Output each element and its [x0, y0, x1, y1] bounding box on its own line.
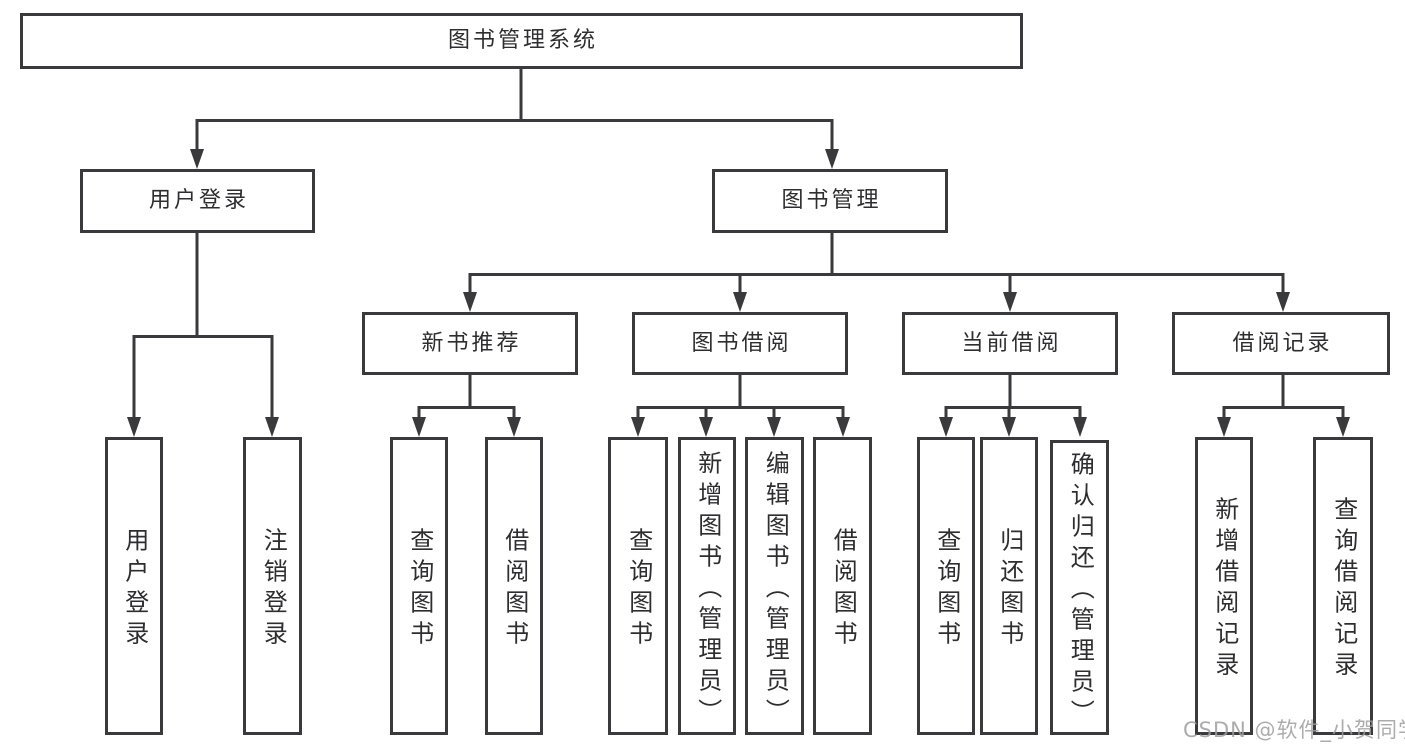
leaf-user-login: 用户登录: [105, 437, 163, 735]
node-borrowing-records: 借阅记录: [1172, 312, 1390, 375]
leaf-logout: 注销登录: [243, 437, 302, 735]
node-book-management-module: 图书管理: [712, 169, 948, 233]
node-label: 图书管理系统: [447, 28, 598, 53]
leaf-borrow-books: 借阅图书: [813, 437, 872, 735]
leaf-label: 新增借阅记录: [1210, 496, 1239, 683]
leaf-label: 用户登录: [120, 527, 149, 652]
leaf-label: 借阅图书: [829, 527, 858, 652]
leaf-borrow-books-recommend: 借阅图书: [485, 437, 543, 735]
node-label: 当前借阅: [961, 330, 1062, 356]
node-book-borrowing: 图书借阅: [632, 312, 848, 375]
node-label: 图书管理: [781, 188, 882, 213]
node-new-book-recommendation: 新书推荐: [362, 312, 578, 375]
leaf-return-book: 归还图书: [980, 437, 1038, 735]
node-label: 借阅记录: [1232, 330, 1333, 356]
leaf-label: 新增图书（管理员）: [693, 450, 722, 729]
leaf-query-books-recommend: 查询图书: [390, 437, 448, 735]
node-library-management-system: 图书管理系统: [20, 13, 1023, 69]
leaf-edit-book-admin: 编辑图书（管理员）: [745, 437, 804, 735]
leaf-add-borrow-record: 新增借阅记录: [1195, 437, 1253, 735]
leaf-label: 确认归还（管理员）: [1066, 451, 1095, 731]
leaf-label: 借阅图书: [500, 527, 529, 652]
leaf-confirm-return-admin: 确认归还（管理员）: [1050, 440, 1109, 735]
leaf-query-books-current: 查询图书: [917, 437, 975, 735]
node-user-login-module: 用户登录: [80, 169, 315, 233]
leaf-query-borrow-record: 查询借阅记录: [1313, 437, 1373, 735]
node-label: 新书推荐: [421, 330, 522, 356]
node-label: 用户登录: [148, 188, 249, 213]
leaf-label: 查询图书: [624, 527, 653, 652]
leaf-label: 编辑图书（管理员）: [761, 450, 790, 729]
leaf-label: 查询借阅记录: [1329, 496, 1358, 683]
leaf-add-book-admin: 新增图书（管理员）: [678, 437, 736, 735]
leaf-label: 查询图书: [405, 527, 434, 652]
node-label: 图书借阅: [691, 330, 792, 356]
leaf-label: 注销登录: [259, 527, 288, 652]
arrowheads: [127, 149, 1350, 437]
leaf-label: 归还图书: [995, 527, 1024, 652]
node-current-borrowing: 当前借阅: [902, 312, 1118, 375]
leaf-label: 查询图书: [932, 527, 961, 652]
csdn-watermark: CSDN @软件_小贺同学: [1183, 718, 1405, 742]
leaf-query-books-borrow: 查询图书: [608, 437, 668, 735]
